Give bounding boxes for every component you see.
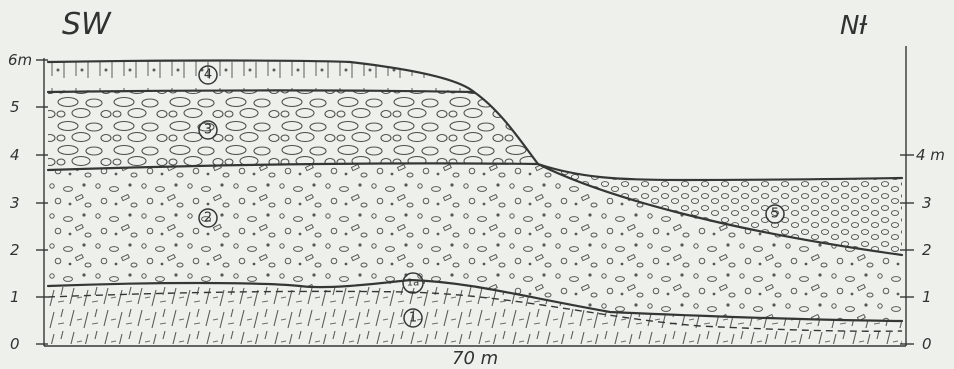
left-tick-4: 4 <box>10 146 20 164</box>
layer-4-fill <box>48 61 474 93</box>
layer-3-fill <box>48 91 538 171</box>
right-unit-label: 4 m <box>916 146 945 164</box>
layer-marker-3-label: 3 <box>204 123 212 138</box>
layer-marker-5-label: 5 <box>771 207 779 222</box>
right-tick-2: 2 <box>922 241 932 259</box>
left-tick-5: 5 <box>10 98 20 116</box>
direction-sw-label: SW <box>62 7 112 42</box>
left-tick-1: 1 <box>10 288 20 306</box>
right-tick-1: 1 <box>922 288 932 306</box>
left-unit-label: 6m <box>8 51 32 69</box>
right-tick-3: 3 <box>922 194 932 212</box>
right-tick-0: 0 <box>922 335 932 353</box>
distance-label: 70 m <box>452 348 498 369</box>
left-tick-3: 3 <box>10 194 20 212</box>
left-tick-2: 2 <box>10 241 20 259</box>
layer-marker-1-label: 1 <box>409 311 417 326</box>
direction-ne-label: NƗ <box>840 11 867 41</box>
layer-marker-4-label: 4 <box>204 68 212 83</box>
left-tick-0: 0 <box>10 335 20 353</box>
layer-marker-1a-label: 1a <box>407 278 420 289</box>
layer-marker-2-label: 2 <box>204 211 212 226</box>
right-axis-ticks <box>900 155 914 344</box>
left-axis-ticks <box>36 60 48 344</box>
